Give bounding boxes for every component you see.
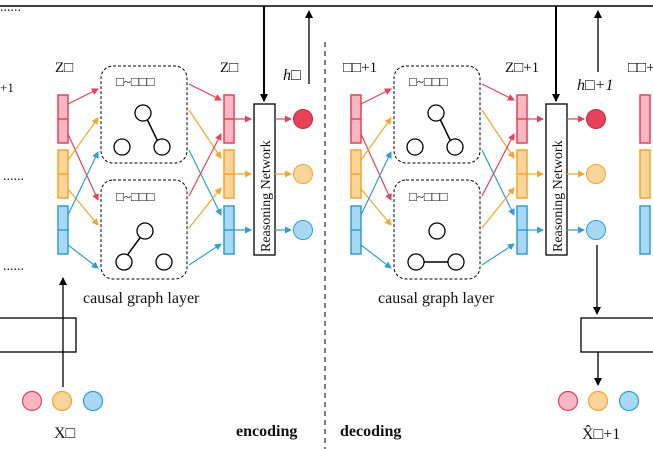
dec-h-label: h□+1: [577, 77, 613, 94]
dec-output-box: [580, 317, 653, 353]
dec-bot-node-2: [407, 253, 425, 271]
enc-top-node-1: [134, 104, 152, 122]
enc-input-circle-blue: [82, 390, 104, 412]
encoding-block: Z□ Z□ h□ □~□□□ □~□□□: [0, 6, 313, 442]
enc-z-out-label: Z□: [220, 60, 238, 76]
enc-bot-node-1: [136, 222, 154, 240]
dec-reasoning-network: [545, 103, 568, 256]
right-edge-label: □□+1: [628, 60, 653, 76]
dec-z-out-label: Z□+1: [505, 60, 539, 76]
enc-h-circle-orange: [293, 164, 313, 184]
dec-output-label: X̂□+1: [582, 424, 620, 443]
decoding-block: □□+1 Z□+1 h□+1 □~□□□ □~□□□: [340, 6, 653, 443]
enc-top-node-3: [153, 138, 171, 156]
dec-h-circle-orange: [586, 164, 606, 184]
enc-graph-box-bottom: [100, 179, 188, 280]
enc-input-box: [0, 317, 77, 353]
dec-layer-label: causal graph layer: [378, 290, 495, 307]
dec-output-circle-blue: [618, 390, 640, 412]
enc-z-in-label: Z□: [55, 60, 73, 76]
enc-input-label: X□: [54, 425, 76, 442]
enc-reasoning-network: [253, 103, 276, 256]
enc-graph-bottom-label: □~□□□: [116, 189, 155, 204]
left-edge-label: +1: [0, 80, 14, 95]
dec-top-node-2: [406, 138, 424, 156]
dec-h-circle-blue: [586, 220, 606, 240]
dec-graph-bottom-label: □~□□□: [409, 189, 448, 204]
dec-graph-top-label: □~□□□: [409, 74, 448, 89]
dec-top-node-1: [427, 104, 445, 122]
dec-graph-box-bottom: [393, 179, 481, 280]
dec-top-node-3: [446, 138, 464, 156]
dec-graph-box-top: [393, 65, 481, 164]
dec-h-circle-red: [586, 109, 606, 129]
dec-output-circle-red: [557, 390, 579, 412]
enc-layer-label: causal graph layer: [83, 290, 200, 307]
enc-input-circle-orange: [51, 390, 73, 412]
enc-h-circle-blue: [293, 220, 313, 240]
dec-output-circle-orange: [587, 390, 609, 412]
enc-graph-top-label: □~□□□: [116, 74, 155, 89]
dec-bot-node-3: [447, 253, 465, 271]
dots-bottom: ......: [3, 259, 24, 274]
enc-graph-box-top: [100, 65, 188, 164]
decoding-label: decoding: [340, 423, 401, 440]
top-dots: ......: [0, 0, 21, 15]
dec-z-in-label: □□+1: [343, 60, 377, 76]
enc-reasoning-label: Reasoning Network: [259, 140, 274, 252]
enc-bot-node-3: [155, 253, 173, 271]
enc-h-circle-red: [293, 109, 313, 129]
right-edge-bars: [639, 94, 651, 255]
dec-bot-node-1: [428, 222, 446, 240]
dec-reasoning-label: Reasoning Network: [551, 140, 566, 252]
dots-mid: ......: [3, 169, 24, 184]
enc-h-label: h□: [283, 67, 301, 84]
enc-input-circle-red: [21, 390, 43, 412]
enc-top-node-2: [113, 138, 131, 156]
encoding-label: encoding: [236, 423, 297, 440]
enc-bot-node-2: [115, 253, 133, 271]
